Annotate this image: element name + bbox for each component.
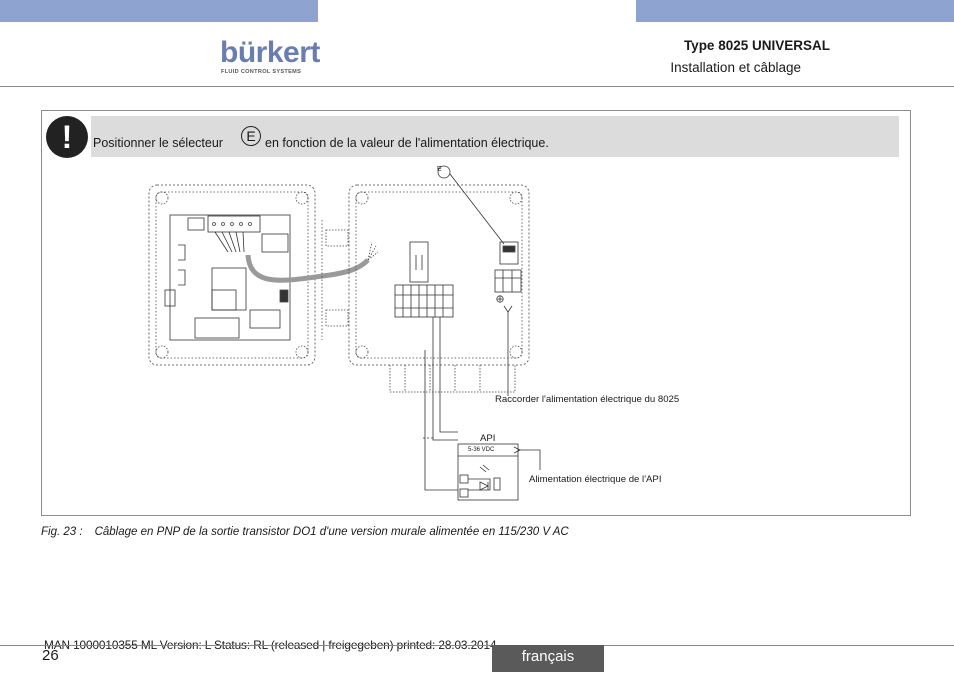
exclamation-icon: ! bbox=[46, 116, 88, 158]
top-bar-left bbox=[0, 0, 318, 22]
exclamation-glyph: ! bbox=[61, 119, 73, 155]
ribbon-cable bbox=[245, 254, 370, 283]
language-tab: français bbox=[492, 645, 604, 672]
callout-power-8025: Raccorder l'alimentation électrique du 8… bbox=[495, 394, 680, 405]
warning-text-end: en fonction de la valeur de l'alimentati… bbox=[265, 136, 549, 150]
brand-name: bürkert bbox=[220, 36, 320, 69]
plc-box bbox=[457, 443, 519, 501]
top-bar-right bbox=[636, 0, 954, 22]
selector-e-callout-circle bbox=[437, 165, 451, 179]
caption-text: Câblage en PNP de la sortie transistor D… bbox=[94, 526, 569, 538]
selector-e-label: E bbox=[437, 166, 442, 173]
power-terminal bbox=[494, 269, 522, 293]
terminal-block bbox=[394, 284, 454, 318]
plc-voltage-label: 5-36 VDC bbox=[468, 447, 495, 453]
header-divider bbox=[0, 86, 954, 87]
selector-e-icon: E bbox=[241, 126, 261, 146]
page-number: 26 bbox=[42, 647, 59, 664]
warning-band bbox=[91, 116, 899, 157]
document-title: Type 8025 UNIVERSAL bbox=[683, 38, 830, 53]
right-housing-outline bbox=[348, 184, 530, 366]
wiring-diagram bbox=[148, 165, 541, 501]
caption-label: Fig. 23 : bbox=[41, 526, 83, 538]
figure-caption: Fig. 23 : Câblage en PNP de la sortie tra… bbox=[41, 526, 569, 538]
document-subtitle: Installation et câblage bbox=[670, 60, 801, 75]
brand-tagline: FLUID CONTROL SYSTEMS bbox=[221, 69, 302, 75]
figure-frame bbox=[41, 110, 911, 516]
selector-switch bbox=[499, 241, 519, 265]
footer-divider bbox=[0, 645, 954, 646]
fuse-holder bbox=[409, 241, 429, 283]
plc-label: API bbox=[480, 433, 496, 444]
callout-power-plc: Alimentation électrique de l'API bbox=[529, 474, 662, 485]
brand-logo: bürkert FLUID CONTROL SYSTEMS bbox=[220, 38, 320, 78]
warning-text-start: Positionner le sélecteur bbox=[93, 136, 223, 150]
